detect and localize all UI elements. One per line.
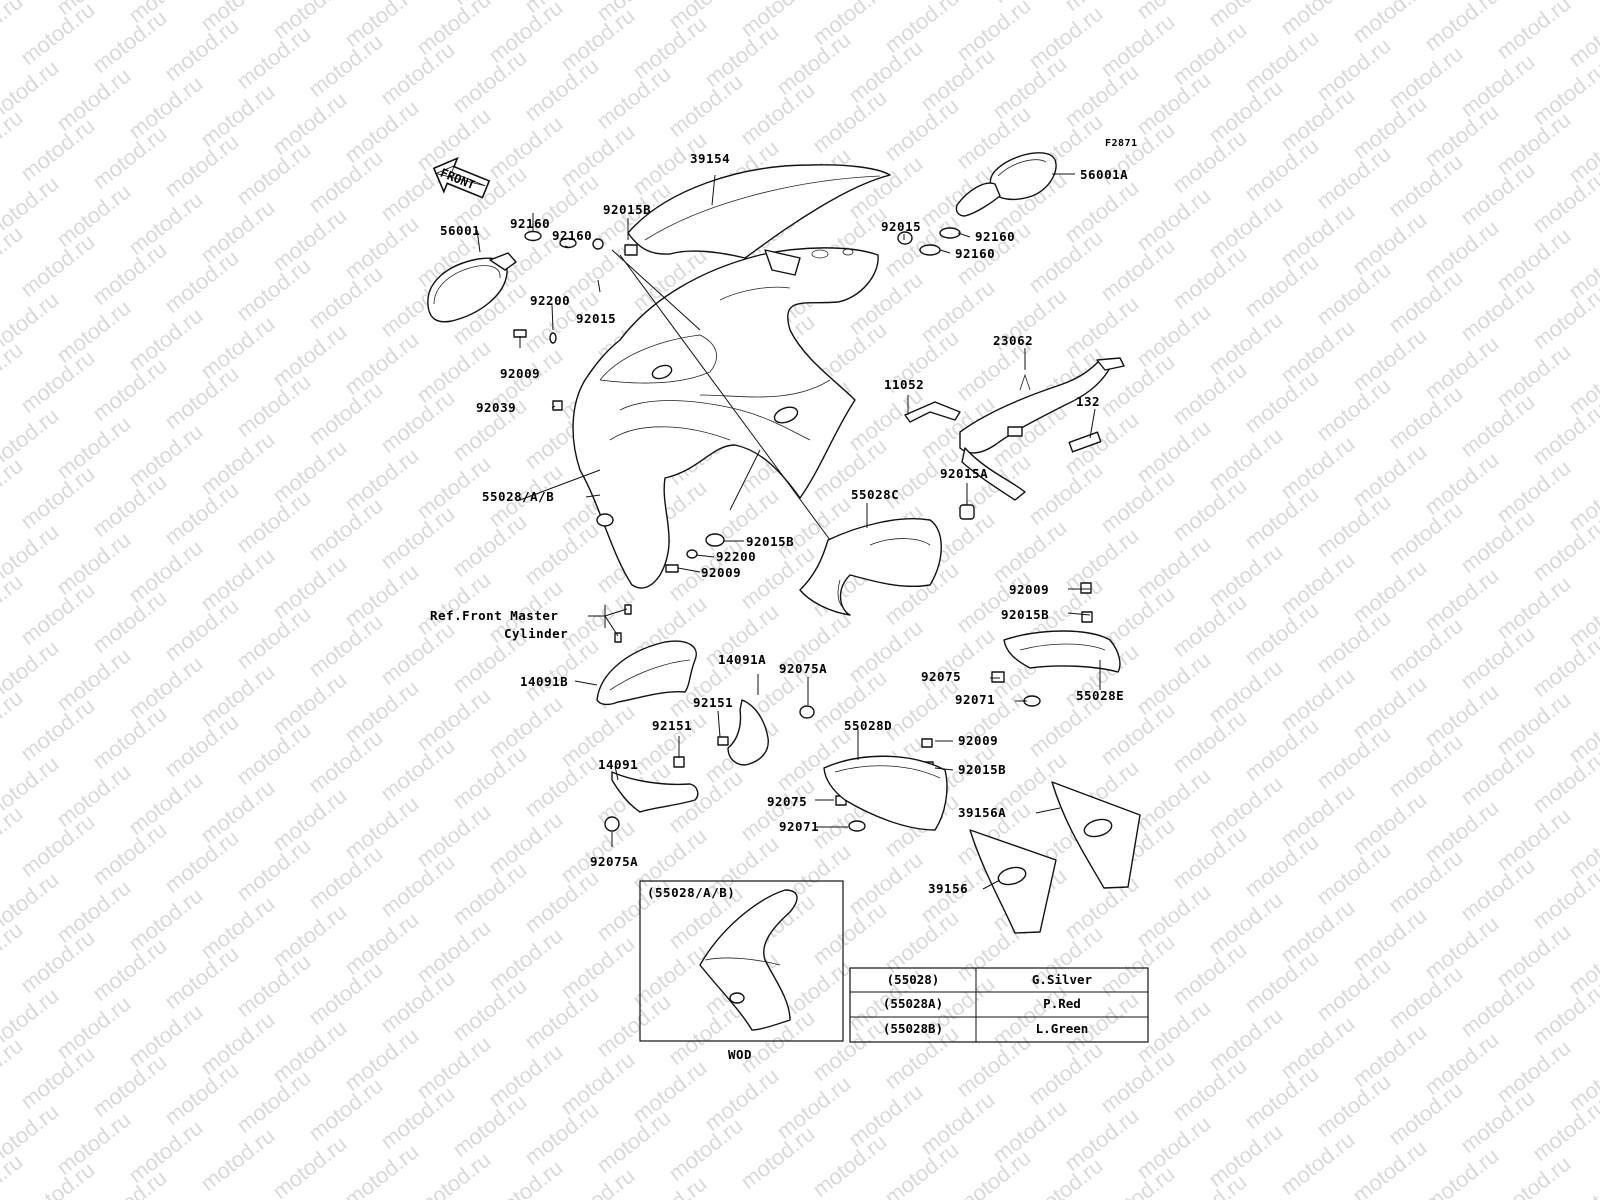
callout-92071-m: 92071 [779, 819, 820, 834]
callout-14091B: 14091B [520, 674, 569, 689]
inset-label: (55028/A/B) [647, 885, 736, 900]
callout-92015B-mid: 92015B [746, 534, 795, 549]
callout-14091: 14091 [598, 757, 639, 772]
callout-92015-left: 92015 [576, 311, 617, 326]
watermark-text: motod.ru [340, 1139, 424, 1200]
callout-55028D: 55028D [844, 718, 893, 733]
callout-92009-left: 92009 [500, 366, 541, 381]
callout-39156A: 39156A [958, 805, 1007, 820]
watermark-text: motod.ru [484, 1155, 568, 1200]
callout-92075-m: 92075 [767, 794, 808, 809]
figure-code: F2871 [1105, 138, 1138, 149]
upper-cowl-part [572, 247, 879, 589]
inner-panel-D-part [823, 755, 948, 831]
callout-55028E: 55028E [1076, 688, 1125, 703]
table-row-3-color: L.Green [1035, 1021, 1089, 1036]
callout-92009-mid: 92009 [701, 565, 742, 580]
callout-92160-b: 92160 [552, 228, 593, 243]
callout-92071-r: 92071 [955, 692, 996, 707]
inset-box [639, 880, 844, 1042]
callout-92015B-r1: 92015B [1001, 607, 1050, 622]
watermark-text: motod.ru [16, 0, 100, 70]
inset-caption: WOD [728, 1047, 753, 1062]
color-table-frame [849, 967, 1149, 1043]
watermark-text: motod.ru [1348, 0, 1432, 48]
callout-92200-top: 92200 [530, 293, 571, 308]
callout-92015-right: 92015 [881, 219, 922, 234]
callout-39154: 39154 [690, 151, 731, 166]
pad-39156-part [969, 829, 1057, 934]
leader-lines [476, 173, 1101, 890]
cowl-stay-bracket-part [904, 357, 1125, 501]
callout-92200-mid: 92200 [716, 549, 757, 564]
watermark-text: motod.ru [1348, 1135, 1432, 1200]
pad-39156A-part [1051, 781, 1141, 889]
table-row-3-part: (55028B) [882, 1021, 944, 1036]
ref-note-line1: Ref.Front Master [430, 608, 559, 623]
callout-92075A-bot: 92075A [590, 854, 639, 869]
ref-note-line2: Cylinder [504, 626, 569, 641]
cover-14091A-part [727, 699, 769, 766]
table-row-2-color: P.Red [1043, 996, 1081, 1011]
callout-92075-r: 92075 [921, 669, 962, 684]
callout-11052: 11052 [884, 377, 925, 392]
left-mirror-part [427, 252, 517, 323]
watermark-text: motod.ru [196, 1123, 280, 1196]
callout-92015A: 92015A [940, 466, 989, 481]
windscreen-part [627, 164, 891, 259]
callout-14091A: 14091A [718, 652, 767, 667]
callout-23062: 23062 [993, 333, 1034, 348]
hardware-group [513, 227, 1102, 832]
watermark-text: motod.ru [0, 1149, 27, 1200]
callout-132: 132 [1076, 394, 1101, 409]
watermark-text: motod.ru [412, 1147, 496, 1200]
callout-92160-c: 92160 [975, 229, 1016, 244]
watermark-text: motod.ru [1420, 0, 1504, 56]
watermark-text: motod.ru [1276, 0, 1360, 40]
watermark-text: motod.ru [1420, 1143, 1504, 1200]
callout-92015B-top: 92015B [603, 202, 652, 217]
callout-55028C: 55028C [851, 487, 900, 502]
table-row-2-part: (55028A) [882, 996, 944, 1011]
callout-92009-r2: 92009 [958, 733, 999, 748]
callout-56001: 56001 [440, 223, 481, 238]
table-row-1-part: (55028) [886, 972, 940, 987]
watermark-text: motod.ru [1492, 1151, 1576, 1200]
watermark-text: motod.ru [1276, 1127, 1360, 1200]
watermark-text: motod.ru [1492, 0, 1576, 64]
right-mirror-part [955, 152, 1057, 217]
cover-14091B-part [596, 640, 697, 706]
inner-panel-E-part [1003, 630, 1121, 673]
inset-cowl-part [699, 889, 798, 1031]
callout-92009-r1: 92009 [1009, 582, 1050, 597]
callout-92015B-r2: 92015B [958, 762, 1007, 777]
callout-92151-a: 92151 [693, 695, 734, 710]
table-row-1-color: G.Silver [1031, 972, 1093, 987]
cover-14091-part [611, 771, 699, 813]
callout-92160-a: 92160 [510, 216, 551, 231]
inner-panel-C-part [799, 518, 942, 616]
callout-56001A: 56001A [1080, 167, 1129, 182]
callout-92039: 92039 [476, 400, 517, 415]
callout-92151-b: 92151 [652, 718, 693, 733]
callout-92160-d: 92160 [955, 246, 996, 261]
watermark-text: motod.ru [556, 1163, 640, 1200]
callout-39156: 39156 [928, 881, 969, 896]
callout-92075A-top: 92075A [779, 661, 828, 676]
watermark-text: motod.ru [1204, 0, 1288, 32]
watermark-text: motod.ru [268, 1131, 352, 1200]
callout-55028AB: 55028/A/B [482, 489, 555, 504]
